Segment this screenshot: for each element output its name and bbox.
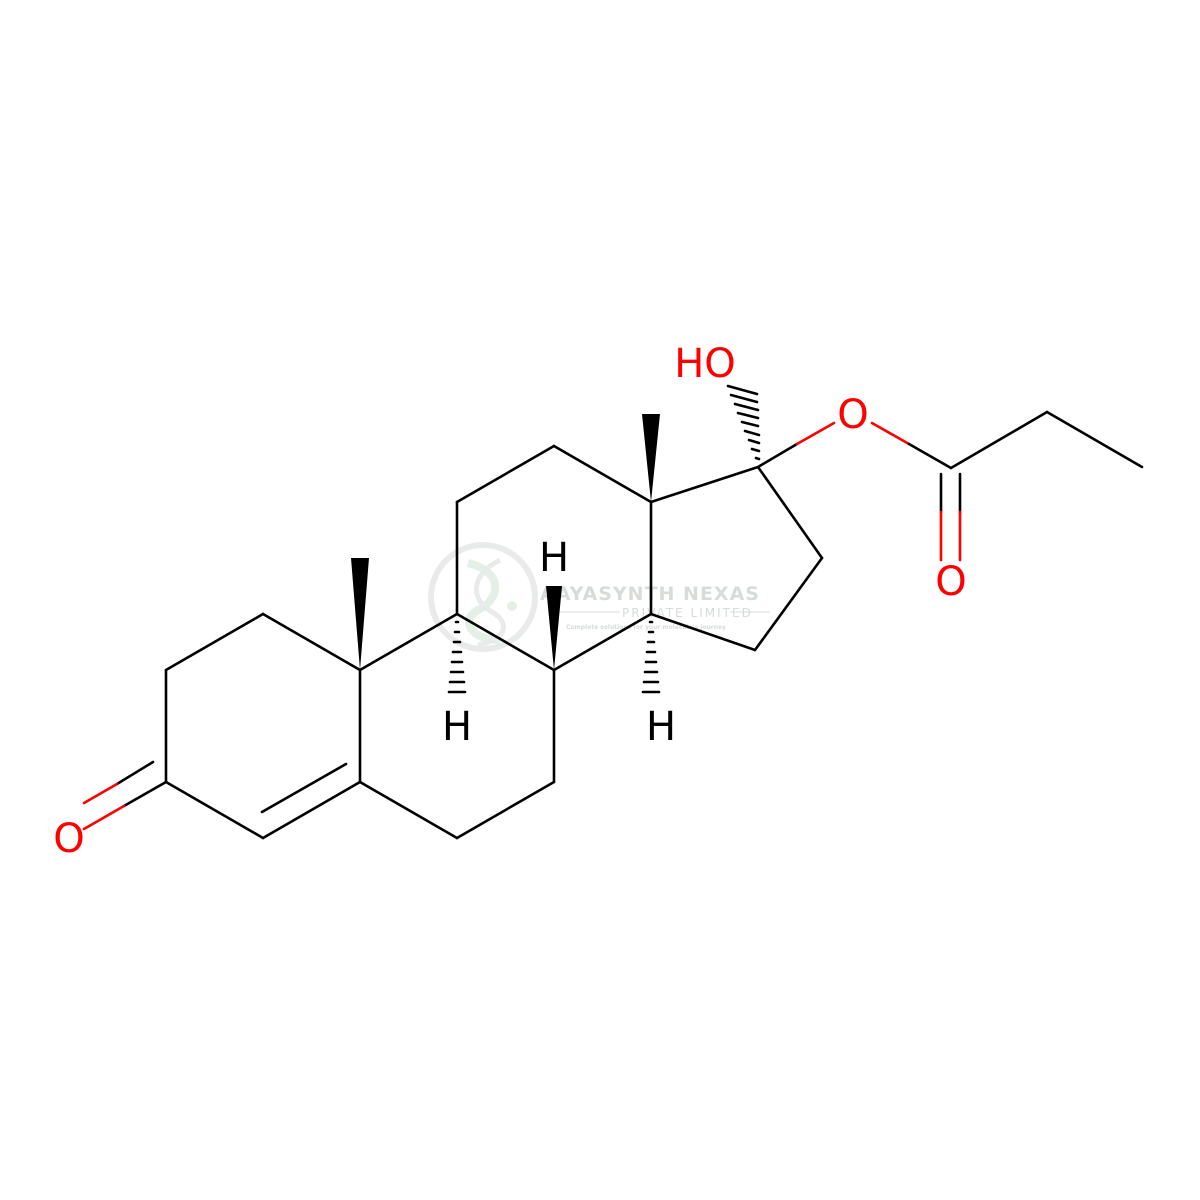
methyl-c10-wedge: [351, 558, 369, 670]
ring-a: [164, 612, 362, 840]
watermark-tagline: Complete solutions for your molecule's j…: [566, 624, 726, 631]
h-c8-wedge: H: [539, 535, 569, 670]
watermark-company: AAYASYNTH NEXAS: [540, 583, 760, 605]
h-c8-label: H: [539, 535, 569, 581]
hydroxyl-hash: HO: [674, 341, 761, 461]
h-c14-label: H: [646, 704, 676, 750]
ester-oxygen-label: O: [837, 392, 868, 438]
hydroxyl-label: HO: [674, 341, 736, 387]
h-c9-label: H: [442, 704, 472, 750]
ring-b: [358, 612, 556, 840]
watermark: AAYASYNTH NEXAS PRIVATE LIMITED Complete…: [428, 542, 770, 652]
ketone-group: O: [53, 760, 168, 862]
h-c9-hash: H: [442, 620, 472, 750]
ester-carbonyl-oxygen-label: O: [935, 559, 966, 605]
methyl-c13-wedge: [642, 414, 660, 502]
ring-d: [649, 465, 824, 652]
h-c14-hash: H: [641, 620, 676, 750]
helix-leaf-logo-icon: [428, 542, 538, 652]
ring-c: [455, 444, 653, 672]
ketone-oxygen-label: O: [53, 816, 84, 862]
watermark-subtitle: PRIVATE LIMITED: [622, 606, 753, 620]
propionate-ester: O O: [756, 392, 1144, 605]
